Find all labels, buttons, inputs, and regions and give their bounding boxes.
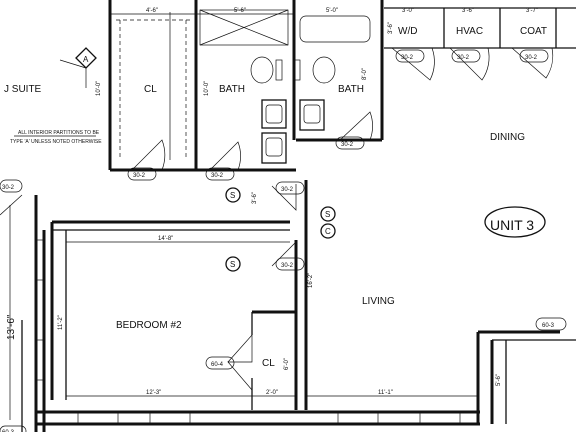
dim-14-8: 14'-8" bbox=[158, 236, 173, 242]
door-tag: 30-2 bbox=[519, 49, 549, 63]
dim-16-2: 16'-2" bbox=[308, 273, 314, 288]
unit-oval bbox=[484, 206, 546, 238]
closet-cl-top bbox=[116, 12, 190, 160]
partition-note-line2: TYPE 'A' UNLESS NOTED OTHERWISE bbox=[10, 139, 102, 145]
door-swings bbox=[0, 47, 554, 391]
dim-3-0: 3'-0" bbox=[402, 8, 414, 14]
svg-text:30-2: 30-2 bbox=[457, 55, 470, 61]
door-tags: 30-2 30-2 30-2 30-2 30-2 30-2 30-2 30-2 … bbox=[0, 49, 567, 432]
svg-text:30-2: 30-2 bbox=[211, 173, 224, 179]
room-dining: DINING bbox=[490, 132, 525, 143]
dim-3-6-vertical: 3'-6" bbox=[388, 22, 394, 34]
door-tag: 30-2 bbox=[451, 49, 481, 63]
partition-tag-diamond bbox=[75, 47, 97, 69]
door-tag: 60-3 bbox=[535, 317, 567, 331]
svg-text:30-2: 30-2 bbox=[133, 173, 146, 179]
dimensions: 4'-6" 5'-6" 5'-0" 3'-0" 3'-6" 3'-7" 10'-… bbox=[6, 8, 538, 420]
door-tag: 30-2 bbox=[127, 167, 157, 181]
notes: A ALL INTERIOR PARTITIONS TO BE TYPE 'A'… bbox=[10, 47, 336, 272]
door-tag: 30-2 bbox=[205, 167, 235, 181]
room-wd: W/D bbox=[398, 26, 417, 37]
door-tag: 30-2 bbox=[275, 181, 305, 195]
dim-13-6: 13'-6" bbox=[6, 314, 17, 340]
svg-text:30-2: 30-2 bbox=[401, 55, 414, 61]
room-bedroom: BEDROOM #2 bbox=[116, 320, 182, 331]
room-cl-top: CL bbox=[144, 84, 157, 95]
dim-11-1: 11'-1" bbox=[378, 390, 393, 396]
dim-3-6-small: 3'-6" bbox=[252, 192, 258, 204]
bath-fixtures bbox=[199, 9, 371, 164]
dim-5-0: 5'-0" bbox=[326, 8, 338, 14]
dim-6-0: 6'-0" bbox=[284, 358, 290, 370]
door-tag: 30-2 bbox=[275, 257, 305, 271]
dim-10-0-b: 10'-0" bbox=[204, 81, 210, 96]
svg-text:60-4: 60-4 bbox=[211, 362, 224, 368]
dim-8-0: 8'-0" bbox=[362, 68, 368, 80]
door-tag: 30-2 bbox=[0, 179, 23, 193]
room-hvac: HVAC bbox=[456, 26, 483, 37]
unit-label: UNIT 3 bbox=[490, 217, 534, 233]
svg-text:60-3: 60-3 bbox=[2, 430, 15, 432]
dim-3-6: 3'-6" bbox=[462, 8, 474, 14]
partition-note-line1: ALL INTERIOR PARTITIONS TO BE bbox=[18, 130, 100, 136]
svg-text:30-2: 30-2 bbox=[341, 142, 354, 148]
dim-5-6: 5'-6" bbox=[234, 8, 246, 14]
smoke-symbol-2: S bbox=[230, 260, 235, 269]
room-bath-2: BATH bbox=[338, 84, 364, 95]
door-tag: 30-2 bbox=[395, 49, 425, 63]
room-living: LIVING bbox=[362, 296, 395, 307]
svg-text:60-3: 60-3 bbox=[542, 323, 555, 329]
door-tag: 60-4 bbox=[205, 356, 235, 370]
room-suite: J SUITE bbox=[4, 84, 42, 95]
exterior-walls bbox=[21, 0, 576, 432]
partition-tag-label: A bbox=[83, 55, 89, 64]
dim-2-0: 2'-0" bbox=[266, 390, 278, 396]
dim-5-6-vertical: 5'-6" bbox=[496, 374, 502, 386]
door-tag: 30-2 bbox=[335, 136, 365, 150]
smoke-symbol-3: S bbox=[325, 210, 330, 219]
dim-3-7: 3'-7" bbox=[526, 8, 538, 14]
dim-11-2: 11'-2" bbox=[58, 315, 64, 330]
dim-12-3: 12'-3" bbox=[146, 390, 161, 396]
room-cl-bottom: CL bbox=[262, 358, 275, 369]
door-tag: 60-3 bbox=[0, 425, 27, 432]
svg-text:30-2: 30-2 bbox=[281, 187, 294, 193]
room-coat: COAT bbox=[520, 26, 547, 37]
co-symbol: C bbox=[325, 227, 331, 236]
room-labels: J SUITE CL BATH BATH W/D HVAC COAT DININ… bbox=[4, 26, 547, 369]
dim-4-6: 4'-6" bbox=[146, 8, 158, 14]
svg-text:30-2: 30-2 bbox=[525, 55, 538, 61]
room-bath-1: BATH bbox=[219, 84, 245, 95]
dim-10-0-a: 10'-0" bbox=[96, 81, 102, 96]
svg-text:30-2: 30-2 bbox=[2, 185, 15, 191]
svg-text:30-2: 30-2 bbox=[281, 263, 294, 269]
smoke-symbol-1: S bbox=[230, 191, 235, 200]
